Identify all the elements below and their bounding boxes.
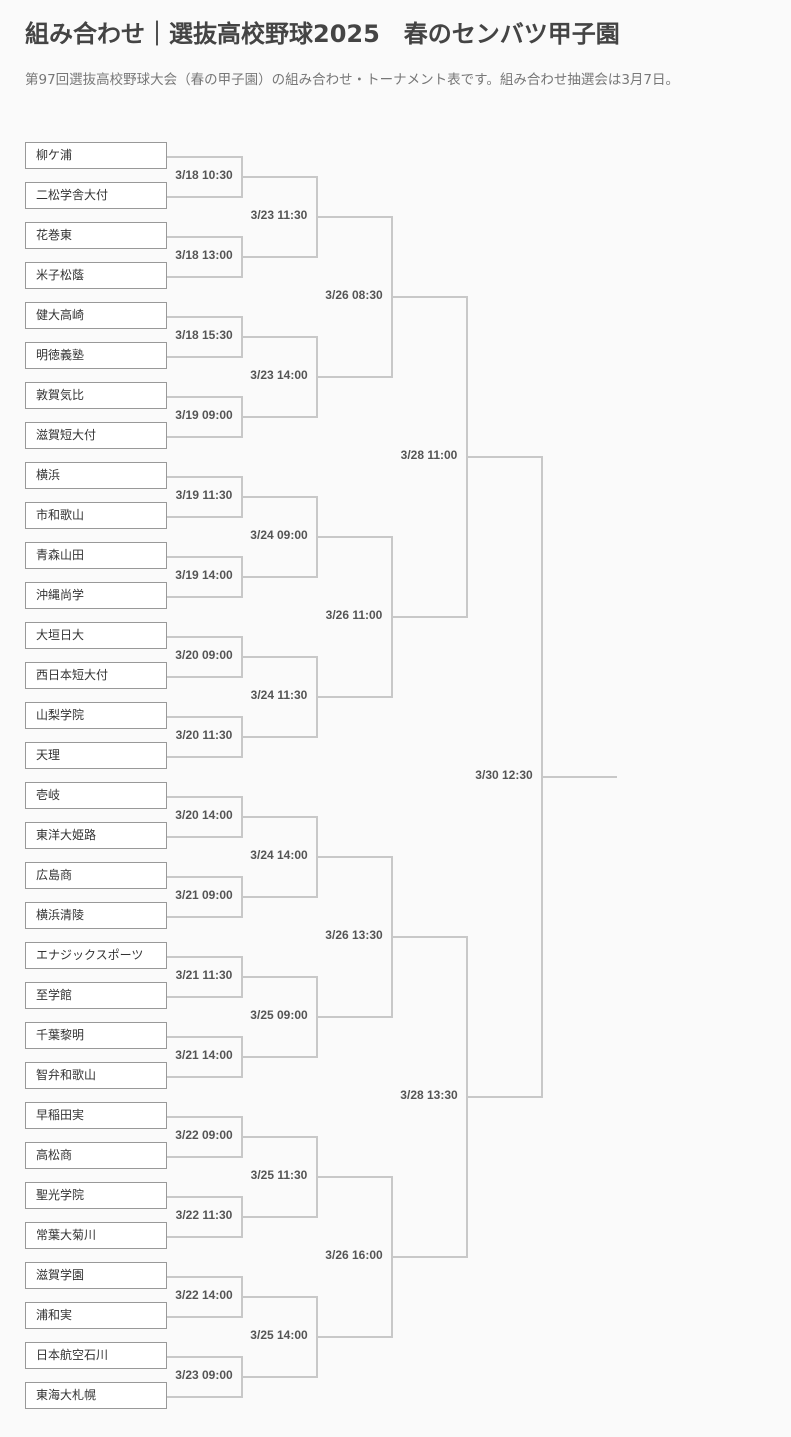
team-box: 明徳義塾 (25, 342, 167, 369)
match-datetime: 3/21 09:00 (175, 888, 233, 902)
team-box: 二松学舎大付 (25, 182, 167, 209)
team-box: 千葉黎明 (25, 1022, 167, 1049)
team-box: エナジックスポーツ (25, 942, 167, 969)
team-box: 沖縄尚学 (25, 582, 167, 609)
team-box: 柳ケ浦 (25, 142, 167, 169)
match-datetime: 3/23 11:30 (250, 208, 308, 222)
match-datetime: 3/23 14:00 (250, 368, 308, 382)
team-box: 市和歌山 (25, 502, 167, 529)
team-box: 横浜 (25, 462, 167, 489)
team-box: 米子松蔭 (25, 262, 167, 289)
page-subtitle: 第97回選抜高校野球大会（春の甲子園）の組み合わせ・トーナメント表です。組み合わ… (25, 72, 680, 88)
team-box: 敦賀気比 (25, 382, 167, 409)
match-datetime: 3/19 11:30 (175, 488, 233, 502)
team-box: 早稲田実 (25, 1102, 167, 1129)
match-datetime: 3/20 14:00 (175, 808, 233, 822)
match-datetime: 3/22 09:00 (175, 1128, 233, 1142)
team-box: 常葉大菊川 (25, 1222, 167, 1249)
team-box: 東洋大姫路 (25, 822, 167, 849)
team-box: 至学館 (25, 982, 167, 1009)
team-box: 健大高崎 (25, 302, 167, 329)
team-box: 大垣日大 (25, 622, 167, 649)
team-box: 壱岐 (25, 782, 167, 809)
team-box: 西日本短大付 (25, 662, 167, 689)
team-box: 青森山田 (25, 542, 167, 569)
match-datetime: 3/24 14:00 (250, 848, 308, 862)
page-title: 組み合わせ｜選抜高校野球2025 春のセンバツ甲子園 (25, 20, 620, 48)
team-box: 智弁和歌山 (25, 1062, 167, 1089)
team-box: 滋賀短大付 (25, 422, 167, 449)
team-box: 聖光学院 (25, 1182, 167, 1209)
team-box: 花巻東 (25, 222, 167, 249)
match-datetime: 3/21 11:30 (175, 968, 233, 982)
match-datetime: 3/21 14:00 (175, 1048, 233, 1062)
match-datetime: 3/28 13:30 (400, 1088, 458, 1102)
match-datetime: 3/18 15:30 (175, 328, 233, 342)
team-box: 広島商 (25, 862, 167, 889)
match-datetime: 3/19 09:00 (175, 408, 233, 422)
team-box: 山梨学院 (25, 702, 167, 729)
match-datetime: 3/24 09:00 (250, 528, 308, 542)
match-datetime: 3/26 11:00 (325, 608, 383, 622)
team-box: 滋賀学園 (25, 1262, 167, 1289)
match-datetime: 3/26 13:30 (325, 928, 383, 942)
match-datetime: 3/26 16:00 (325, 1248, 383, 1262)
match-datetime: 3/25 14:00 (250, 1328, 308, 1342)
match-datetime: 3/18 13:00 (175, 248, 233, 262)
match-datetime: 3/22 14:00 (175, 1288, 233, 1302)
match-datetime: 3/20 11:30 (175, 728, 233, 742)
match-datetime: 3/26 08:30 (325, 288, 383, 302)
match-datetime: 3/19 14:00 (175, 568, 233, 582)
match-datetime: 3/30 12:30 (475, 768, 533, 782)
match-datetime: 3/24 11:30 (250, 688, 308, 702)
match-datetime: 3/22 11:30 (175, 1208, 233, 1222)
team-box: 天理 (25, 742, 167, 769)
match-datetime: 3/25 09:00 (250, 1008, 308, 1022)
match-datetime: 3/18 10:30 (175, 168, 233, 182)
team-box: 日本航空石川 (25, 1342, 167, 1369)
team-box: 東海大札幌 (25, 1382, 167, 1409)
match-datetime: 3/28 11:00 (400, 448, 458, 462)
team-box: 浦和実 (25, 1302, 167, 1329)
match-datetime: 3/23 09:00 (175, 1368, 233, 1382)
team-box: 横浜清陵 (25, 902, 167, 929)
match-datetime: 3/25 11:30 (250, 1168, 308, 1182)
match-datetime: 3/20 09:00 (175, 648, 233, 662)
team-box: 高松商 (25, 1142, 167, 1169)
